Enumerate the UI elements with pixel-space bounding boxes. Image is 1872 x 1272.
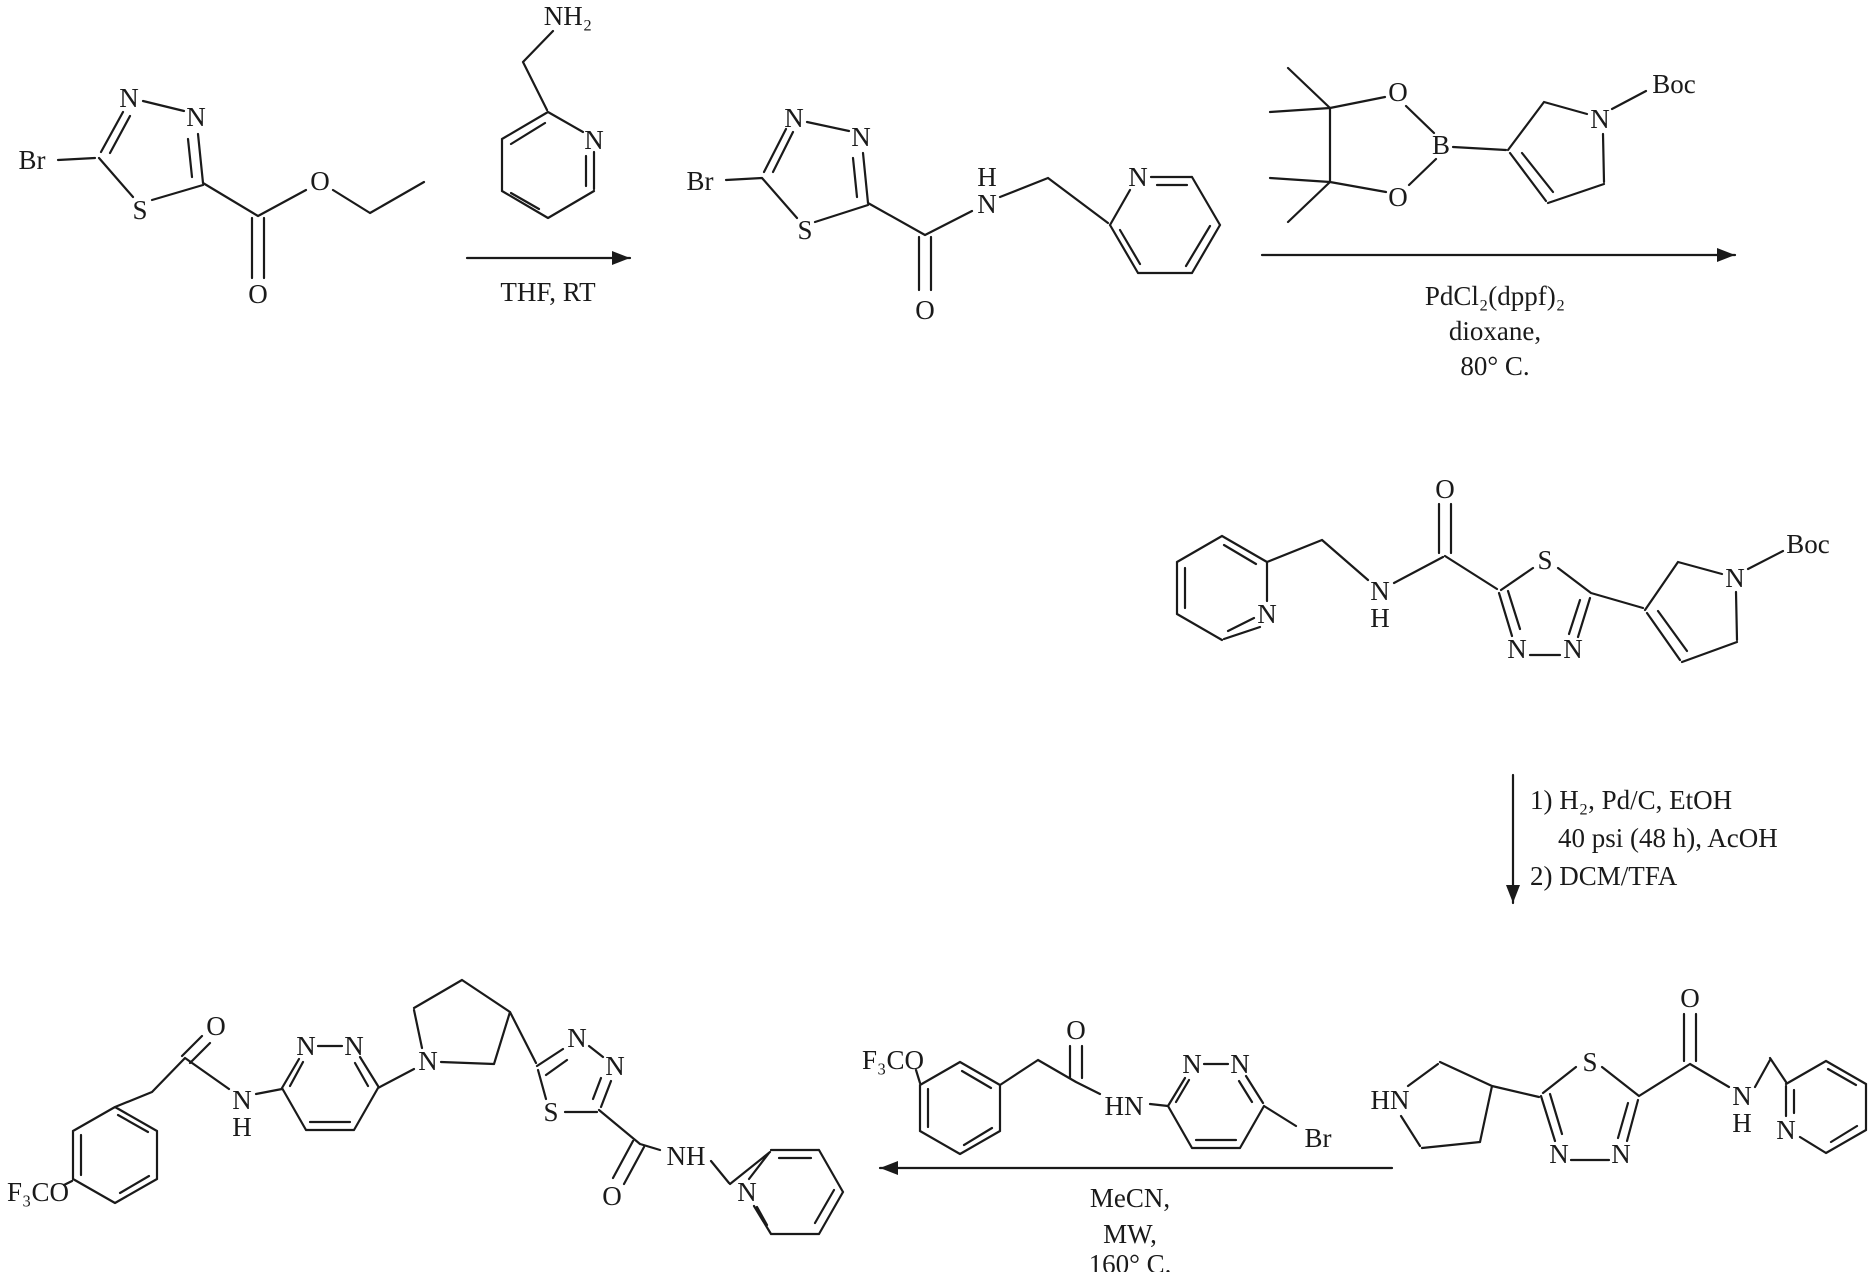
bonds bbox=[1268, 66, 1648, 224]
n-label: N bbox=[1182, 1049, 1202, 1079]
n-label: N bbox=[1549, 1139, 1569, 1169]
hn-label: HN bbox=[1105, 1091, 1144, 1121]
n-label: N bbox=[584, 125, 604, 155]
o-label: O bbox=[915, 295, 935, 325]
o-label: O bbox=[1388, 77, 1408, 107]
o-label: O bbox=[206, 1011, 226, 1041]
intermediate-amide: Br N N S O H N N bbox=[687, 103, 1222, 325]
n-label: N bbox=[1507, 634, 1527, 664]
intermediate-coupled: N N H O S N N N Boc bbox=[1175, 474, 1830, 664]
o-label: O bbox=[1680, 983, 1700, 1013]
bonds bbox=[56, 99, 426, 280]
step2-arrow: PdCl₂(dppf)₂ dioxane, 80° C. bbox=[1260, 248, 1737, 381]
n-label: N bbox=[605, 1051, 625, 1081]
n-label: N bbox=[232, 1085, 252, 1115]
step1-conditions: THF, RT bbox=[500, 277, 596, 307]
step2-conditions-line1: PdCl₂(dppf)₂ bbox=[1425, 281, 1565, 311]
intermediate-pyrrolidine: HN S N N O N H N bbox=[1371, 983, 1868, 1169]
bonds bbox=[724, 120, 1222, 292]
n-label: N bbox=[296, 1031, 316, 1061]
nh-label: NH bbox=[667, 1141, 706, 1171]
n-label: N bbox=[567, 1023, 587, 1053]
reagent-picolylamine: NH₂ N bbox=[500, 1, 604, 220]
f3co-label: F₃CO bbox=[862, 1045, 924, 1075]
n-label: N bbox=[418, 1046, 438, 1076]
boc-label: Boc bbox=[1652, 69, 1696, 99]
n-label: N bbox=[1611, 1139, 1631, 1169]
n-label: N bbox=[977, 189, 997, 219]
bonds bbox=[1175, 502, 1785, 664]
step3-conditions-line1: 1) H₂, Pd/C, EtOH bbox=[1530, 785, 1732, 815]
n-label: N bbox=[1590, 104, 1610, 134]
s-label: S bbox=[132, 195, 147, 225]
step3-arrow: 1) H₂, Pd/C, EtOH 40 psi (48 h), AcOH 2)… bbox=[1506, 773, 1778, 905]
br-label: Br bbox=[1305, 1123, 1332, 1153]
o-label: O bbox=[1066, 1015, 1086, 1045]
reagent-boronate: O O B N Boc bbox=[1268, 66, 1696, 224]
boc-label: Boc bbox=[1786, 529, 1830, 559]
step3-conditions-line3: 2) DCM/TFA bbox=[1530, 861, 1678, 891]
o-label: O bbox=[602, 1181, 622, 1211]
o-label: O bbox=[1435, 474, 1455, 504]
br-label: Br bbox=[19, 145, 46, 175]
bonds bbox=[62, 978, 845, 1236]
bonds bbox=[500, 29, 596, 220]
h-label: H bbox=[1732, 1108, 1752, 1138]
n-label: N bbox=[344, 1031, 364, 1061]
s-label: S bbox=[1537, 545, 1552, 575]
step4-conditions-line3: 160° C. bbox=[1089, 1249, 1172, 1272]
n-label: N bbox=[784, 103, 804, 133]
n-label: N bbox=[737, 1177, 757, 1207]
reagent-bromopyridazine: F₃CO O HN N N Br bbox=[862, 1015, 1332, 1156]
o-label: O bbox=[1388, 182, 1408, 212]
n-label: N bbox=[1563, 634, 1583, 664]
s-label: S bbox=[543, 1097, 558, 1127]
n-label: N bbox=[1128, 162, 1148, 192]
reactant-ester: Br N N S O O bbox=[19, 83, 426, 309]
o-label: O bbox=[310, 166, 330, 196]
product-final: F₃CO O N H N N N N N S O NH N bbox=[7, 978, 845, 1236]
step4-conditions-line2: MW, bbox=[1103, 1219, 1157, 1249]
n-label: N bbox=[1732, 1081, 1752, 1111]
h-label: H bbox=[232, 1112, 252, 1142]
n-label: N bbox=[851, 122, 871, 152]
step4-arrow: MeCN, MW, 160° C. bbox=[878, 1161, 1394, 1272]
h-label: H bbox=[977, 162, 997, 192]
h-label: H bbox=[1370, 603, 1390, 633]
nh2-label: NH₂ bbox=[544, 1, 592, 31]
step2-conditions-line3: 80° C. bbox=[1460, 351, 1529, 381]
n-label: N bbox=[1776, 1115, 1796, 1145]
n-label: N bbox=[186, 102, 206, 132]
br-label: Br bbox=[687, 166, 714, 196]
bonds bbox=[1399, 1012, 1868, 1162]
o-label: O bbox=[248, 279, 268, 309]
s-label: S bbox=[797, 215, 812, 245]
n-label: N bbox=[1370, 576, 1390, 606]
bonds bbox=[914, 1044, 1298, 1156]
hn-label: HN bbox=[1371, 1085, 1410, 1115]
n-label: N bbox=[1725, 563, 1745, 593]
n-label: N bbox=[1257, 599, 1277, 629]
f3co-label: F₃CO bbox=[7, 1177, 69, 1207]
n-label: N bbox=[119, 83, 139, 113]
step4-conditions-line1: MeCN, bbox=[1090, 1183, 1170, 1213]
step3-conditions-line2: 40 psi (48 h), AcOH bbox=[1558, 823, 1778, 853]
n-label: N bbox=[1230, 1049, 1250, 1079]
b-label: B bbox=[1432, 130, 1450, 160]
s-label: S bbox=[1582, 1047, 1597, 1077]
step2-conditions-line2: dioxane, bbox=[1449, 316, 1541, 346]
step1-arrow: THF, RT bbox=[465, 251, 632, 307]
